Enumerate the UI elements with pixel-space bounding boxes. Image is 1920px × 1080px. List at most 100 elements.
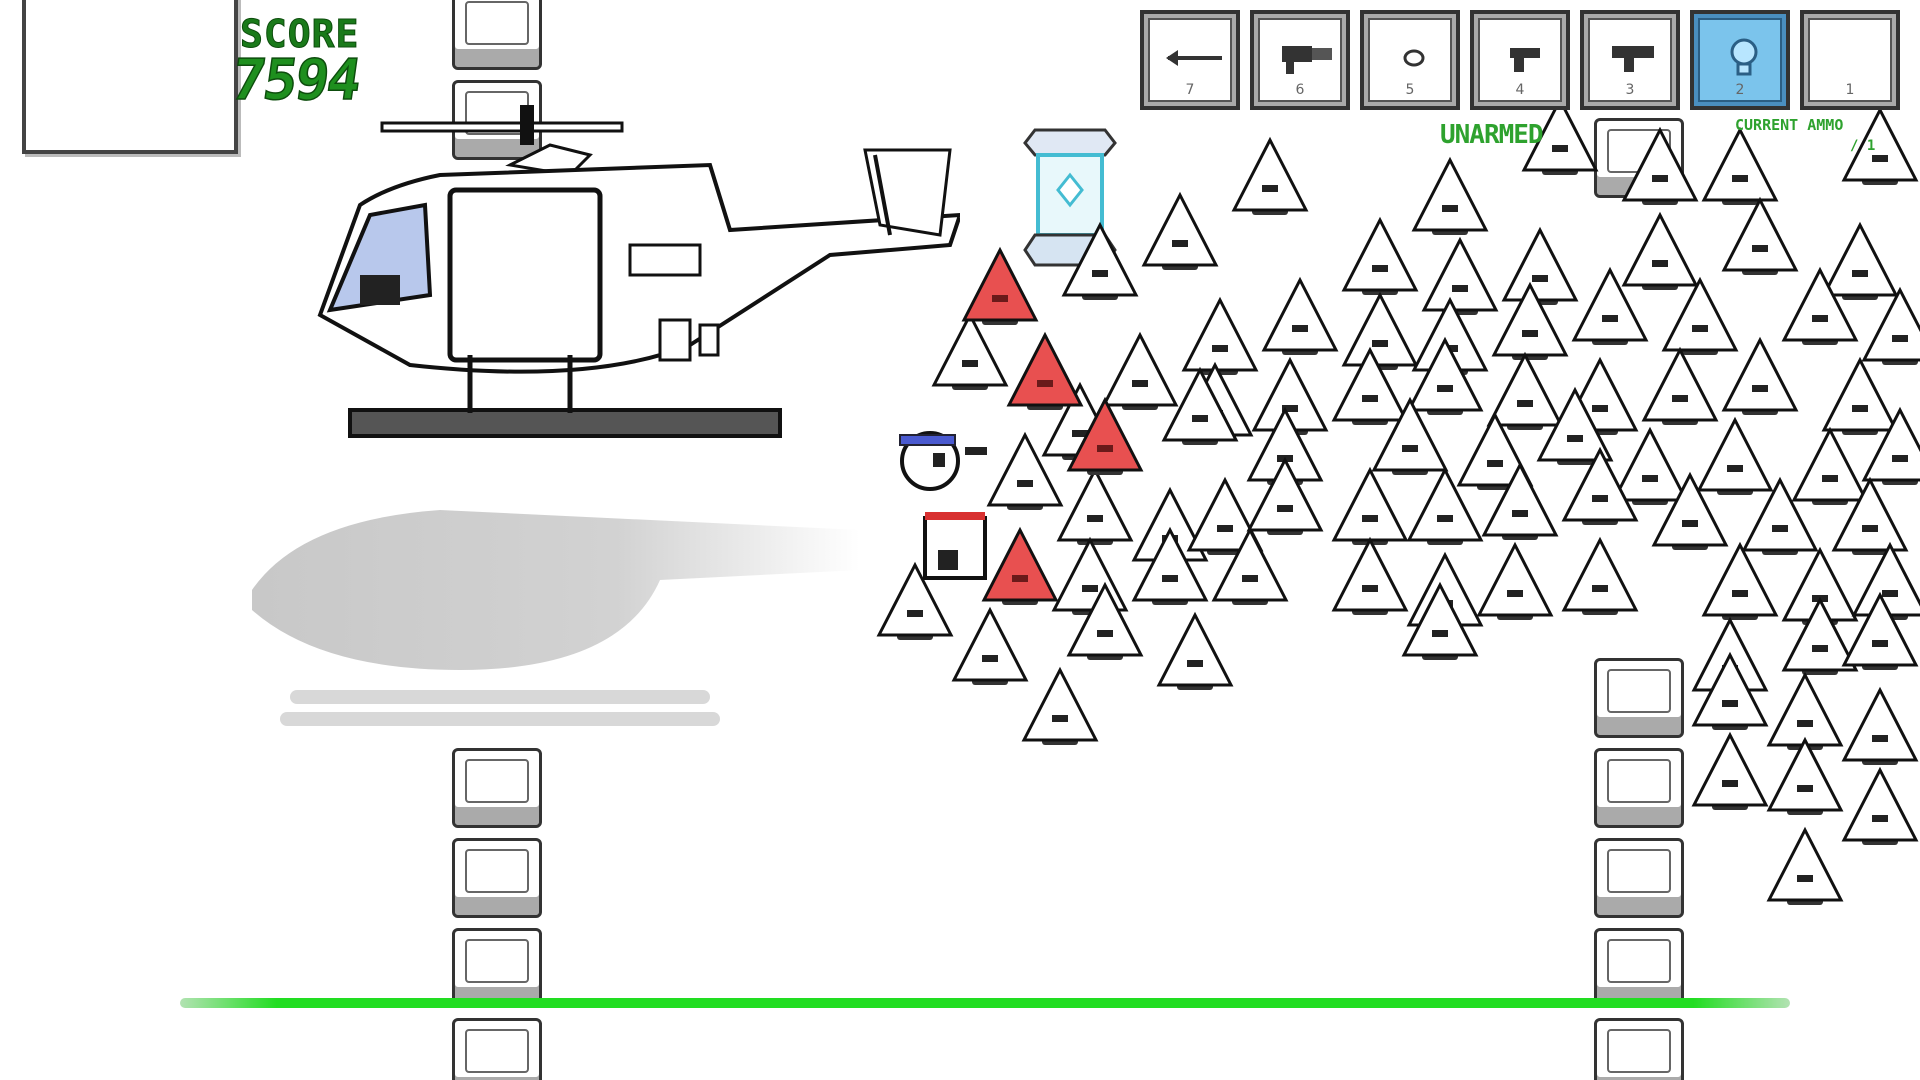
pillar-block — [1594, 748, 1684, 828]
enemy-cone-red — [981, 526, 1059, 605]
enemy-cone-white — [1056, 466, 1134, 545]
enemy-cone-white — [1766, 826, 1844, 905]
enemy-cone-white — [1101, 331, 1179, 410]
hotbar-slot-2[interactable]: 2 — [1690, 10, 1790, 110]
helicopter — [317, 105, 960, 438]
enemy-cone-white — [1561, 536, 1639, 615]
slot-number: 7 — [1185, 82, 1195, 98]
enemy-cone-white — [951, 606, 1029, 685]
enemy-cone-white — [1721, 336, 1799, 415]
enemy-cone-white — [1691, 731, 1769, 810]
enemy-cone-white — [1641, 346, 1719, 425]
slot-number: 6 — [1295, 82, 1305, 98]
enemy-cone-white — [1181, 296, 1259, 375]
enemy-cone-white — [1521, 96, 1599, 175]
enemy-cone-white — [1861, 286, 1920, 365]
enemy-cone-white — [1696, 416, 1774, 495]
enemy-cone-white — [1401, 581, 1479, 660]
enemy-cone-white — [1501, 226, 1579, 305]
smg-icon — [1612, 46, 1654, 72]
pillar-block — [1594, 1018, 1684, 1080]
enemy-cone-white — [1611, 426, 1689, 505]
enemy-cone-white — [1331, 536, 1409, 615]
lightbulb-icon — [1730, 38, 1758, 76]
health-bar — [180, 998, 1790, 1008]
slot-number: 1 — [1845, 82, 1855, 98]
enemy-cone-white — [1621, 126, 1699, 205]
enemy-cone-white — [1481, 461, 1559, 540]
player-character-red — [923, 512, 987, 580]
hotbar-slot-6[interactable]: 6 — [1250, 10, 1350, 110]
enemy-cone-white — [1231, 136, 1309, 215]
enemy-cone-white — [1156, 611, 1234, 690]
enemy-cone-white — [1411, 156, 1489, 235]
enemy-cone-white — [1066, 581, 1144, 660]
hotbar-slot-1[interactable]: 1 — [1800, 10, 1900, 110]
enemy-cone-white — [1141, 191, 1219, 270]
enemy-cone-white — [1571, 266, 1649, 345]
grenade-icon — [1403, 49, 1425, 67]
enemy-cone-white — [1486, 351, 1564, 430]
enemy-cone-white — [1721, 196, 1799, 275]
left-pillar-top — [452, 0, 542, 170]
arrow-icon — [1166, 50, 1222, 66]
weapon-hotbar: 7 6 5 4 — [1140, 10, 1900, 110]
enemy-cone-white — [1791, 426, 1869, 505]
enemy-cone-white — [1371, 396, 1449, 475]
enemy-cone-white — [1691, 651, 1769, 730]
minigun-icon — [1282, 46, 1332, 74]
enemy-cone-red — [961, 246, 1039, 325]
enemy-cone-white — [1456, 411, 1534, 490]
enemy-cone-white — [1561, 446, 1639, 525]
enemy-cone-white — [1406, 336, 1484, 415]
hotbar-slot-7[interactable]: 7 — [1140, 10, 1240, 110]
pillar-block — [1594, 658, 1684, 738]
enemy-cone-white — [1841, 686, 1919, 765]
enemy-cone-white — [1821, 221, 1899, 300]
hotbar-slot-3[interactable]: 3 — [1580, 10, 1680, 110]
enemy-cone-white — [1406, 466, 1484, 545]
pillar-block — [1594, 928, 1684, 1008]
hotbar-slot-4[interactable]: 4 — [1470, 10, 1570, 110]
enemy-cone-white — [1211, 526, 1289, 605]
enemy-cone-white — [1781, 596, 1859, 675]
enemy-cone-white — [1651, 471, 1729, 550]
enemy-cone-white — [986, 431, 1064, 510]
pistol-icon — [1510, 48, 1540, 72]
enemy-cone-white — [1341, 216, 1419, 295]
slot-number: 3 — [1625, 82, 1635, 98]
minimap — [22, 0, 238, 154]
enemy-cone-white — [1331, 346, 1409, 425]
enemy-cone-white — [1021, 666, 1099, 745]
pillar-block — [452, 1018, 542, 1080]
right-pillar-bottom — [1594, 658, 1684, 1080]
enemy-cone-white — [1061, 221, 1139, 300]
enemy-cone-white — [1701, 126, 1779, 205]
slot-number: 2 — [1735, 82, 1745, 98]
enemy-cone-white — [1161, 366, 1239, 445]
enemy-cone-red — [1006, 331, 1084, 410]
enemy-cone-white — [1421, 236, 1499, 315]
enemy-cone-white — [1131, 526, 1209, 605]
current-weapon-label: UNARMED — [1440, 120, 1544, 150]
pillar-block — [452, 748, 542, 828]
enemy-cone-white — [1831, 476, 1909, 555]
helicopter-shadow — [252, 510, 860, 726]
enemy-cone-white — [1621, 211, 1699, 290]
enemy-cone-white — [1841, 106, 1919, 185]
pillar-block — [452, 928, 542, 1008]
player-character-blue — [899, 431, 987, 491]
enemy-cone-white — [1536, 386, 1614, 465]
enemy-cone-white — [1821, 356, 1899, 435]
enemy-cone-white — [1766, 736, 1844, 815]
score-label: SCORE — [239, 12, 360, 57]
left-pillar-bottom — [452, 748, 542, 1080]
enemy-cone-white — [931, 311, 1009, 390]
pillar-block — [1594, 838, 1684, 918]
enemy-cone-white — [1491, 281, 1569, 360]
enemy-cone-white — [1261, 276, 1339, 355]
hotbar-slot-5[interactable]: 5 — [1360, 10, 1460, 110]
pillar-block — [452, 0, 542, 70]
